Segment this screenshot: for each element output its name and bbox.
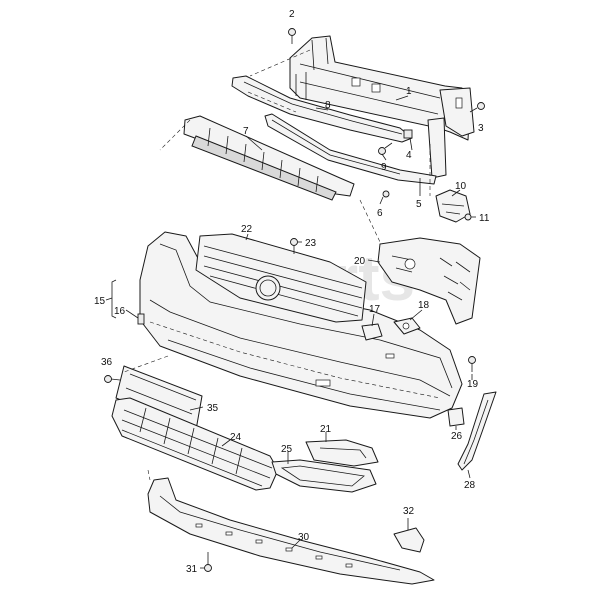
- screw-31: [204, 552, 212, 572]
- callout-7: 7: [243, 126, 249, 137]
- lower-bracket-32: [393, 527, 425, 553]
- callout-23: 23: [305, 238, 317, 249]
- callout-21: 21: [320, 424, 332, 435]
- callout-8: 8: [325, 100, 331, 111]
- callout-30: 30: [298, 532, 310, 543]
- radiator-grille-part: [195, 233, 367, 323]
- side-trim-strip-part: [457, 391, 497, 471]
- callout-16: 16: [114, 306, 126, 317]
- callout-28: 28: [464, 480, 476, 491]
- callout-11: 11: [479, 213, 490, 224]
- lower-grille-part: [111, 397, 279, 491]
- callout-15: 15: [94, 296, 106, 307]
- tow-cover-part: [361, 323, 383, 341]
- callout-leaders: [105, 95, 476, 569]
- callout-20: 20: [354, 256, 366, 267]
- screw-36: [104, 375, 121, 383]
- clip-16: [137, 313, 145, 325]
- callout-31: 31: [186, 564, 198, 575]
- callout-10: 10: [455, 181, 467, 192]
- bracket-26: [447, 407, 465, 427]
- callout-9: 9: [381, 162, 387, 173]
- callout-32: 32: [403, 506, 415, 517]
- assembly-lines: [123, 49, 431, 481]
- screw-9: [378, 142, 393, 155]
- side-bracket-part: [435, 189, 472, 223]
- callout-18: 18: [418, 300, 430, 311]
- lower-spoiler-part: [147, 477, 435, 585]
- fog-light-trim-part: [271, 459, 377, 493]
- callout-35: 35: [207, 403, 219, 414]
- callout-labels: 1 2 3 4 5 6 7 8 9 10 11 15 16 17 18 19 2…: [94, 9, 490, 575]
- callout-19: 19: [467, 379, 479, 390]
- sensor-bracket-part: [393, 317, 421, 335]
- screw-2: [288, 28, 296, 44]
- callout-1: 1: [406, 86, 412, 97]
- screw-3: [469, 102, 485, 113]
- callout-25: 25: [281, 444, 293, 455]
- screw-23: [290, 238, 298, 254]
- callout-6: 6: [377, 208, 383, 219]
- callout-36: 36: [101, 357, 113, 368]
- screw-19: [468, 356, 476, 372]
- callout-3: 3: [478, 123, 484, 134]
- callout-5: 5: [416, 199, 422, 210]
- fog-light-bracket-part: [305, 439, 379, 467]
- callout-2: 2: [289, 9, 295, 20]
- callout-22: 22: [241, 224, 253, 235]
- callout-4: 4: [406, 150, 412, 161]
- lower-strip-part: [264, 113, 437, 185]
- callout-17: 17: [369, 304, 381, 315]
- right-bracket-part: [377, 237, 481, 325]
- callout-26: 26: [451, 431, 463, 442]
- screw-6: [379, 190, 390, 205]
- bumper-carrier-part: [289, 35, 475, 179]
- clip-4: [403, 129, 413, 139]
- callout-24: 24: [230, 432, 242, 443]
